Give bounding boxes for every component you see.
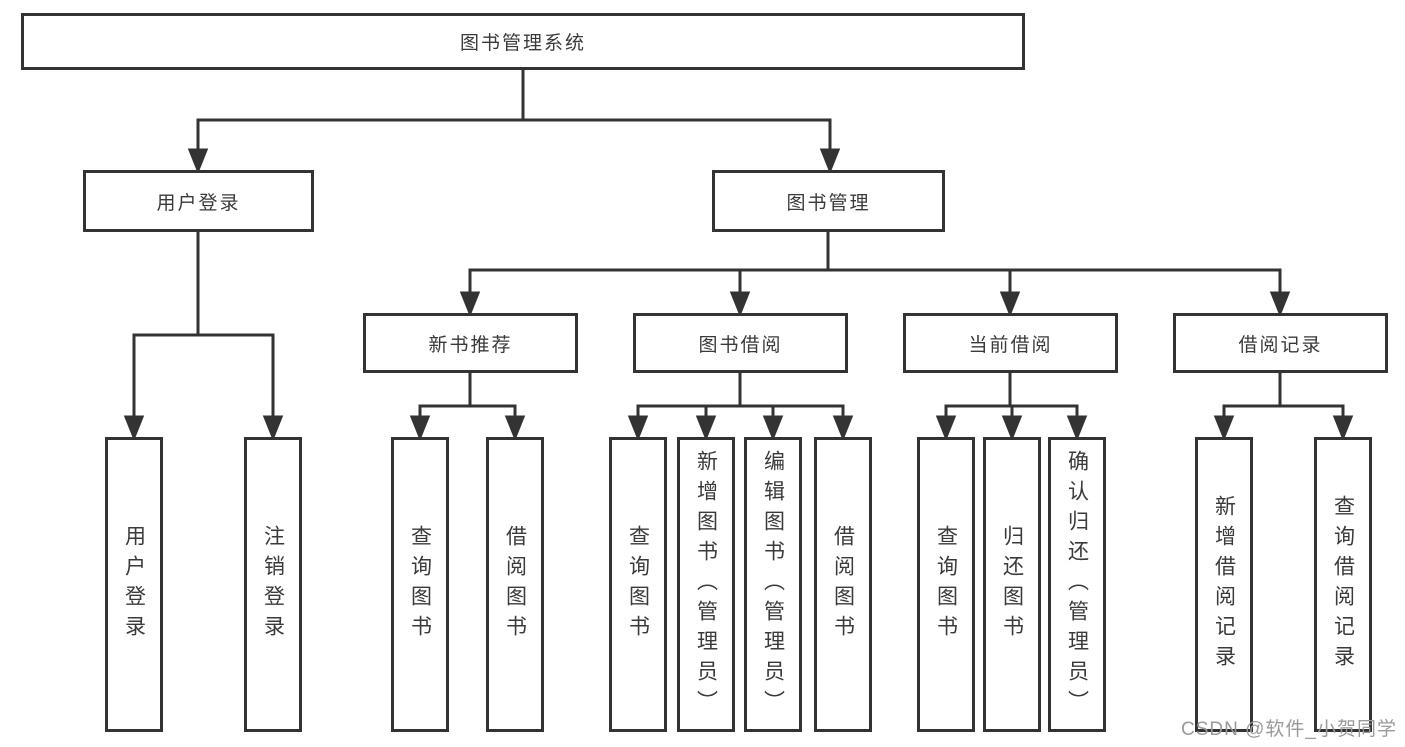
node-user-login: 用户登录: [83, 170, 314, 232]
node-book-management: 图书管理: [712, 170, 945, 232]
leaf-confirm-return-admin: 确认归还（管理员）: [1048, 437, 1106, 732]
leaf-add-borrow-record: 新增借阅记录: [1195, 437, 1253, 732]
node-library-system: 图书管理系统: [21, 13, 1025, 70]
node-new-book-recommendation: 新书推荐: [363, 313, 578, 373]
node-book-management-label: 图书管理: [786, 192, 871, 214]
leaf-edit-book-admin: 编辑图书（管理员）: [744, 437, 802, 732]
connector-book-mgmt-children: [459, 232, 1291, 318]
connector-current-borrow-children: [935, 373, 1088, 442]
connector-root-to-level2: [187, 69, 841, 175]
leaf-borrow-book-2: 借阅图书: [814, 437, 872, 732]
csdn-watermark: CSDN @软件_小贺同学: [1181, 719, 1397, 740]
leaf-return-book-label: 归还图书: [1000, 524, 1024, 645]
leaf-add-borrow-record-label: 新增借阅记录: [1212, 494, 1236, 675]
leaf-add-book-admin: 新增图书（管理员）: [677, 437, 735, 732]
leaf-query-book-3-label: 查询图书: [934, 524, 958, 645]
node-book-borrowing: 图书借阅: [633, 313, 848, 373]
leaf-borrow-book-2-label: 借阅图书: [831, 524, 855, 645]
node-book-borrowing-label: 图书借阅: [698, 334, 783, 356]
leaf-query-borrow-record-label: 查询借阅记录: [1331, 494, 1355, 675]
node-borrowing-records: 借阅记录: [1173, 313, 1388, 373]
leaf-user-login: 用户登录: [105, 437, 163, 732]
leaf-query-book-2: 查询图书: [609, 437, 667, 732]
leaf-borrow-book-1-label: 借阅图书: [503, 524, 527, 645]
leaf-edit-book-admin-label: 编辑图书（管理员）: [761, 449, 785, 720]
leaf-logout: 注销登录: [244, 437, 302, 732]
node-new-book-recommendation-label: 新书推荐: [428, 334, 513, 356]
connector-user-login-children: [123, 232, 284, 442]
connector-book-borrow-children: [627, 373, 854, 442]
leaf-query-book-1-label: 查询图书: [408, 524, 432, 645]
node-user-login-label: 用户登录: [156, 192, 241, 214]
leaf-add-book-admin-label: 新增图书（管理员）: [694, 449, 718, 720]
leaf-confirm-return-admin-label: 确认归还（管理员）: [1065, 449, 1089, 720]
leaf-borrow-book-1: 借阅图书: [486, 437, 544, 732]
leaf-query-book-1: 查询图书: [391, 437, 449, 732]
connector-new-book-children: [409, 373, 526, 442]
leaf-query-borrow-record: 查询借阅记录: [1314, 437, 1372, 732]
leaf-query-book-3: 查询图书: [917, 437, 975, 732]
node-current-borrowing-label: 当前借阅: [968, 334, 1053, 356]
connector-borrow-record-children: [1213, 373, 1354, 442]
leaf-logout-label: 注销登录: [261, 524, 285, 645]
node-current-borrowing: 当前借阅: [903, 313, 1118, 373]
leaf-user-login-label: 用户登录: [122, 524, 146, 645]
node-library-system-label: 图书管理系统: [459, 33, 586, 54]
node-borrowing-records-label: 借阅记录: [1238, 334, 1323, 356]
leaf-query-book-2-label: 查询图书: [626, 524, 650, 645]
leaf-return-book: 归还图书: [983, 437, 1041, 732]
